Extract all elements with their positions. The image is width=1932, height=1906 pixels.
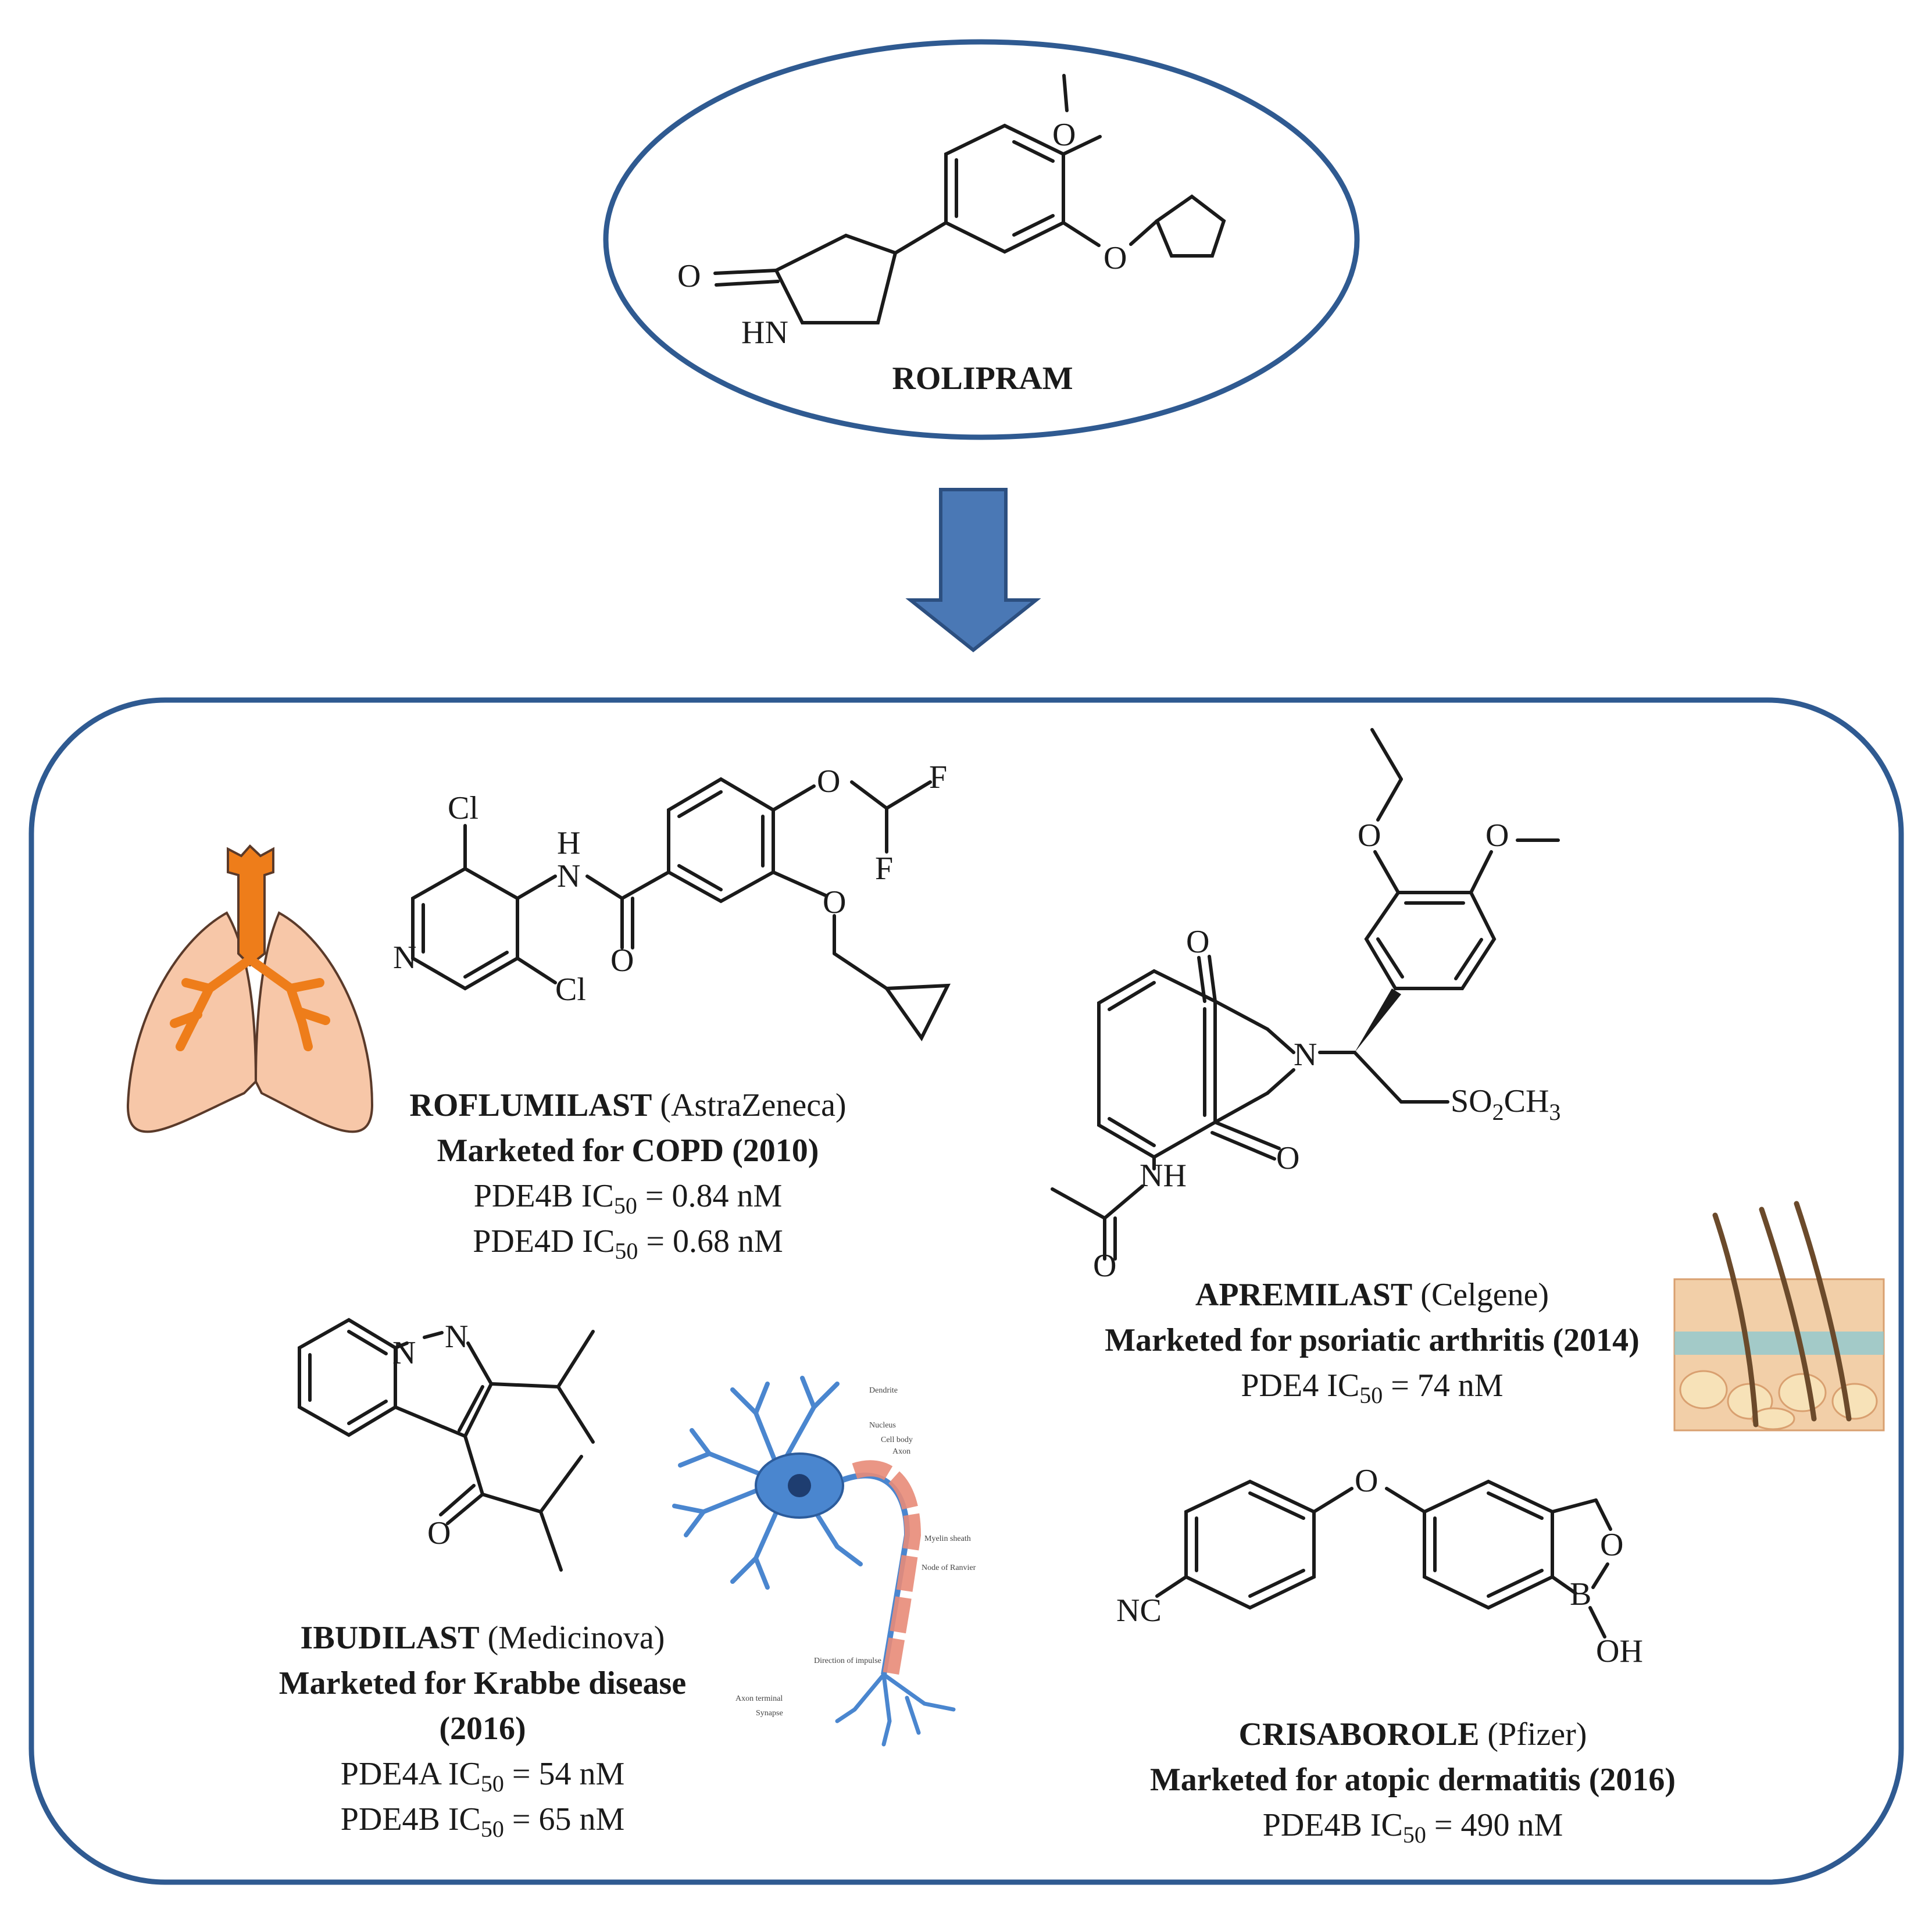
apremilast-atom-o-top: O bbox=[1186, 924, 1209, 960]
rolipram-oval bbox=[603, 39, 1360, 440]
neuron-label-myelin: Myelin sheath bbox=[924, 1534, 971, 1543]
neuron-label-cell-body: Cell body bbox=[881, 1436, 913, 1444]
neuron-illustration: Dendrite Nucleus Cell body Axon Myelin s… bbox=[672, 1376, 976, 1747]
apremilast-name: APREMILAST bbox=[1195, 1277, 1413, 1313]
roflumilast-company: (AstraZeneca) bbox=[660, 1087, 847, 1123]
rolipram-atom-o-methoxy: O bbox=[1052, 117, 1076, 153]
ibudilast-company: (Medicinova) bbox=[487, 1620, 665, 1656]
neuron-dendrites bbox=[672, 1376, 863, 1590]
hair-strands bbox=[1712, 1201, 1852, 1427]
roflumilast-atom-cl-top: Cl bbox=[448, 790, 478, 826]
neuron-label-axon-terminal: Axon terminal bbox=[735, 1694, 783, 1703]
crisaborole-atom-o-bridge: O bbox=[1355, 1463, 1378, 1499]
apremilast-atom-so2ch3: SO2CH3 bbox=[1451, 1083, 1560, 1125]
ibudilast-ic50-1: PDE4A IC50 = 54 nM bbox=[340, 1756, 625, 1797]
crisaborole-marketed: Marketed for atopic dermatitis (2016) bbox=[1149, 1762, 1676, 1798]
neuron-terminals bbox=[835, 1672, 956, 1747]
crisaborole-atom-nc: NC bbox=[1116, 1593, 1162, 1629]
neuron-label-direction: Direction of impulse bbox=[814, 1657, 881, 1665]
neuron-nucleus bbox=[788, 1474, 811, 1497]
ibudilast-title-line: IBUDILAST (Medicinova) bbox=[209, 1615, 756, 1661]
apremilast-atom-o-methoxy: O bbox=[1485, 818, 1509, 854]
apremilast-wedge-bond bbox=[1355, 988, 1401, 1052]
neuron-label-synapse: Synapse bbox=[756, 1709, 783, 1718]
lungs-illustration bbox=[126, 844, 374, 1133]
roflumilast-atom-o-ether1: O bbox=[817, 763, 840, 799]
rolipram-atom-hn: HN bbox=[741, 315, 788, 351]
rolipram-structure bbox=[713, 74, 1226, 324]
neuron-myelin bbox=[852, 1460, 922, 1676]
skin-illustration bbox=[1673, 1201, 1885, 1432]
crisaborole-atom-o-ring: O bbox=[1600, 1527, 1623, 1563]
roflumilast-atom-h: H bbox=[557, 825, 580, 861]
bronchi bbox=[170, 955, 330, 1051]
rolipram-atom-o-carbonyl: O bbox=[677, 258, 701, 294]
ibudilast-structure bbox=[298, 1318, 595, 1572]
neuron-label-nucleus: Nucleus bbox=[869, 1421, 896, 1430]
products-frame bbox=[28, 697, 1904, 1885]
crisaborole-company: (Pfizer) bbox=[1487, 1716, 1587, 1752]
ibudilast-atom-o: O bbox=[427, 1515, 451, 1551]
ibudilast-atom-n1: N bbox=[392, 1335, 416, 1371]
neuron-label-dendrite: Dendrite bbox=[869, 1386, 898, 1395]
rolipram-name: ROLIPRAM bbox=[846, 356, 1119, 401]
neuron-label-axon: Axon bbox=[892, 1447, 910, 1456]
ibudilast-marketed-2: (2016) bbox=[439, 1711, 526, 1747]
roflumilast-atom-cl-bottom: Cl bbox=[555, 972, 586, 1008]
roflumilast-atom-f1: F bbox=[929, 759, 947, 795]
roflumilast-title-line: ROFLUMILAST (AstraZeneca) bbox=[326, 1083, 930, 1128]
trachea bbox=[227, 844, 274, 967]
crisaborole-atom-b: B bbox=[1570, 1576, 1591, 1612]
ibudilast-ic50-2: PDE4B IC50 = 65 nM bbox=[340, 1801, 625, 1842]
down-arrow bbox=[905, 488, 1041, 652]
rolipram-atom-o-ether: O bbox=[1104, 240, 1127, 276]
roflumilast-atom-n-ring: N bbox=[393, 940, 416, 976]
roflumilast-caption: ROFLUMILAST (AstraZeneca) Marketed for C… bbox=[326, 1083, 930, 1264]
apremilast-ic50-1: PDE4 IC50 = 74 nM bbox=[1241, 1368, 1504, 1408]
apremilast-atom-o-acetyl: O bbox=[1093, 1248, 1116, 1284]
crisaborole-ic50-1: PDE4B IC50 = 490 nM bbox=[1262, 1807, 1563, 1848]
roflumilast-ic50-2: PDE4D IC50 = 0.68 nM bbox=[473, 1223, 783, 1264]
ibudilast-marketed-1: Marketed for Krabbe disease bbox=[278, 1665, 687, 1701]
crisaborole-caption: CRISABOROLE (Pfizer) Marketed for atopic… bbox=[1093, 1712, 1733, 1848]
roflumilast-atom-f2: F bbox=[875, 851, 893, 887]
crisaborole-atom-oh: OH bbox=[1596, 1633, 1643, 1669]
apremilast-atom-nh: NH bbox=[1140, 1158, 1187, 1194]
skin-layer bbox=[1674, 1332, 1884, 1355]
apremilast-structure bbox=[1051, 728, 1560, 1261]
apremilast-caption: APREMILAST (Celgene) Marketed for psoria… bbox=[1041, 1272, 1704, 1408]
ibudilast-atom-n2: N bbox=[445, 1319, 468, 1355]
apremilast-atom-o-bottom: O bbox=[1276, 1140, 1299, 1176]
apremilast-atom-n-imide: N bbox=[1294, 1037, 1317, 1073]
apremilast-marketed: Marketed for psoriatic arthritis (2014) bbox=[1105, 1322, 1640, 1358]
crisaborole-structure bbox=[1155, 1479, 1612, 1639]
roflumilast-name: ROFLUMILAST bbox=[409, 1087, 652, 1123]
roflumilast-ic50-1: PDE4B IC50 = 0.84 nM bbox=[473, 1178, 783, 1219]
lung-right bbox=[254, 911, 374, 1133]
roflumilast-atom-o-amide: O bbox=[610, 943, 634, 979]
apremilast-company: (Celgene) bbox=[1420, 1277, 1549, 1313]
apremilast-title-line: APREMILAST (Celgene) bbox=[1041, 1272, 1704, 1318]
roflumilast-atom-n-amide: N bbox=[557, 858, 580, 894]
roflumilast-structure bbox=[411, 777, 951, 1041]
roflumilast-marketed: Marketed for COPD (2010) bbox=[437, 1133, 819, 1169]
crisaborole-title-line: CRISABOROLE (Pfizer) bbox=[1093, 1712, 1733, 1757]
ibudilast-caption: IBUDILAST (Medicinova) Marketed for Krab… bbox=[209, 1615, 756, 1842]
rolipram-title: ROLIPRAM bbox=[892, 361, 1073, 397]
crisaborole-name: CRISABOROLE bbox=[1238, 1716, 1480, 1752]
apremilast-atom-o-ethoxy: O bbox=[1358, 818, 1381, 854]
ibudilast-name: IBUDILAST bbox=[300, 1620, 480, 1656]
neuron-label-node: Node of Ranvier bbox=[922, 1564, 976, 1572]
roflumilast-atom-o-ether2: O bbox=[823, 884, 846, 920]
